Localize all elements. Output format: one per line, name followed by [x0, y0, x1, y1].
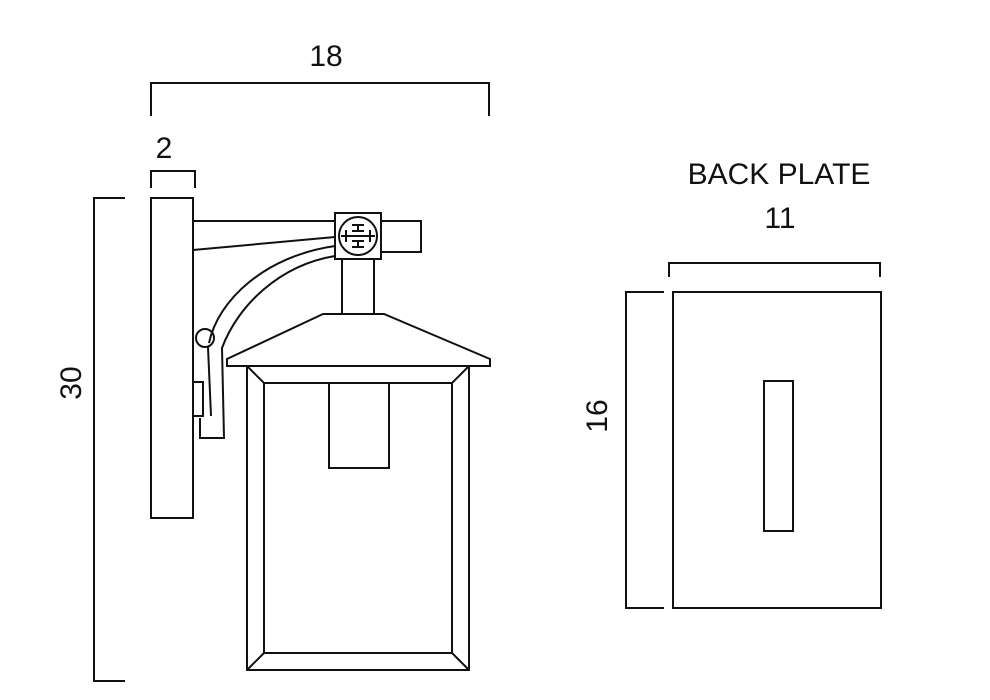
knuckle-joint: [334, 212, 382, 260]
dimension-bracket: [150, 170, 196, 188]
back-plate-slot: [763, 380, 794, 532]
lantern-roof: [226, 313, 491, 367]
lantern-side-view: [150, 197, 491, 671]
dimension-width-18: 18: [150, 40, 490, 116]
dimension-depth-2: 2: [150, 132, 196, 188]
back-plate-title: BACK PLATE: [688, 158, 871, 191]
lantern-body-outer: [246, 365, 470, 671]
dimension-bracket: [150, 82, 490, 116]
dimension-bracket: [93, 197, 125, 682]
dimension-bracket: [625, 291, 664, 609]
curved-brace-outer: [208, 245, 336, 344]
brace-pivot: [195, 328, 215, 348]
dimension-label-depth: 2: [156, 132, 173, 165]
dimension-height-30: 30: [55, 197, 125, 682]
curved-brace-inner: [199, 255, 336, 439]
dimension-label-height: 30: [55, 366, 88, 399]
wall-plate: [150, 197, 194, 519]
joint-ring: [338, 216, 378, 256]
joint-detail: [341, 224, 375, 248]
dimension-label-backplate-height: 16: [581, 399, 614, 432]
back-plate-view: BACK PLATE 11 16: [581, 158, 882, 609]
joint-housing: [334, 212, 382, 260]
dimension-backplate-height-16: 16: [581, 291, 664, 609]
back-plate-outline: [672, 291, 882, 609]
dimension-label-width: 18: [309, 40, 342, 73]
brace-lower-edge: [207, 346, 212, 417]
lantern-glass-panel: [263, 382, 453, 654]
lamp-holder: [328, 382, 390, 469]
arm-end-cap: [381, 220, 422, 253]
drop-stem: [341, 259, 375, 314]
dimension-label-backplate-width: 11: [764, 202, 795, 235]
brace-bracket: [192, 381, 204, 417]
lantern-frame-corners: [246, 365, 470, 671]
dimension-backplate-width-11: 11: [668, 202, 881, 277]
support-arm: [192, 220, 336, 251]
dimension-bracket: [668, 262, 881, 277]
